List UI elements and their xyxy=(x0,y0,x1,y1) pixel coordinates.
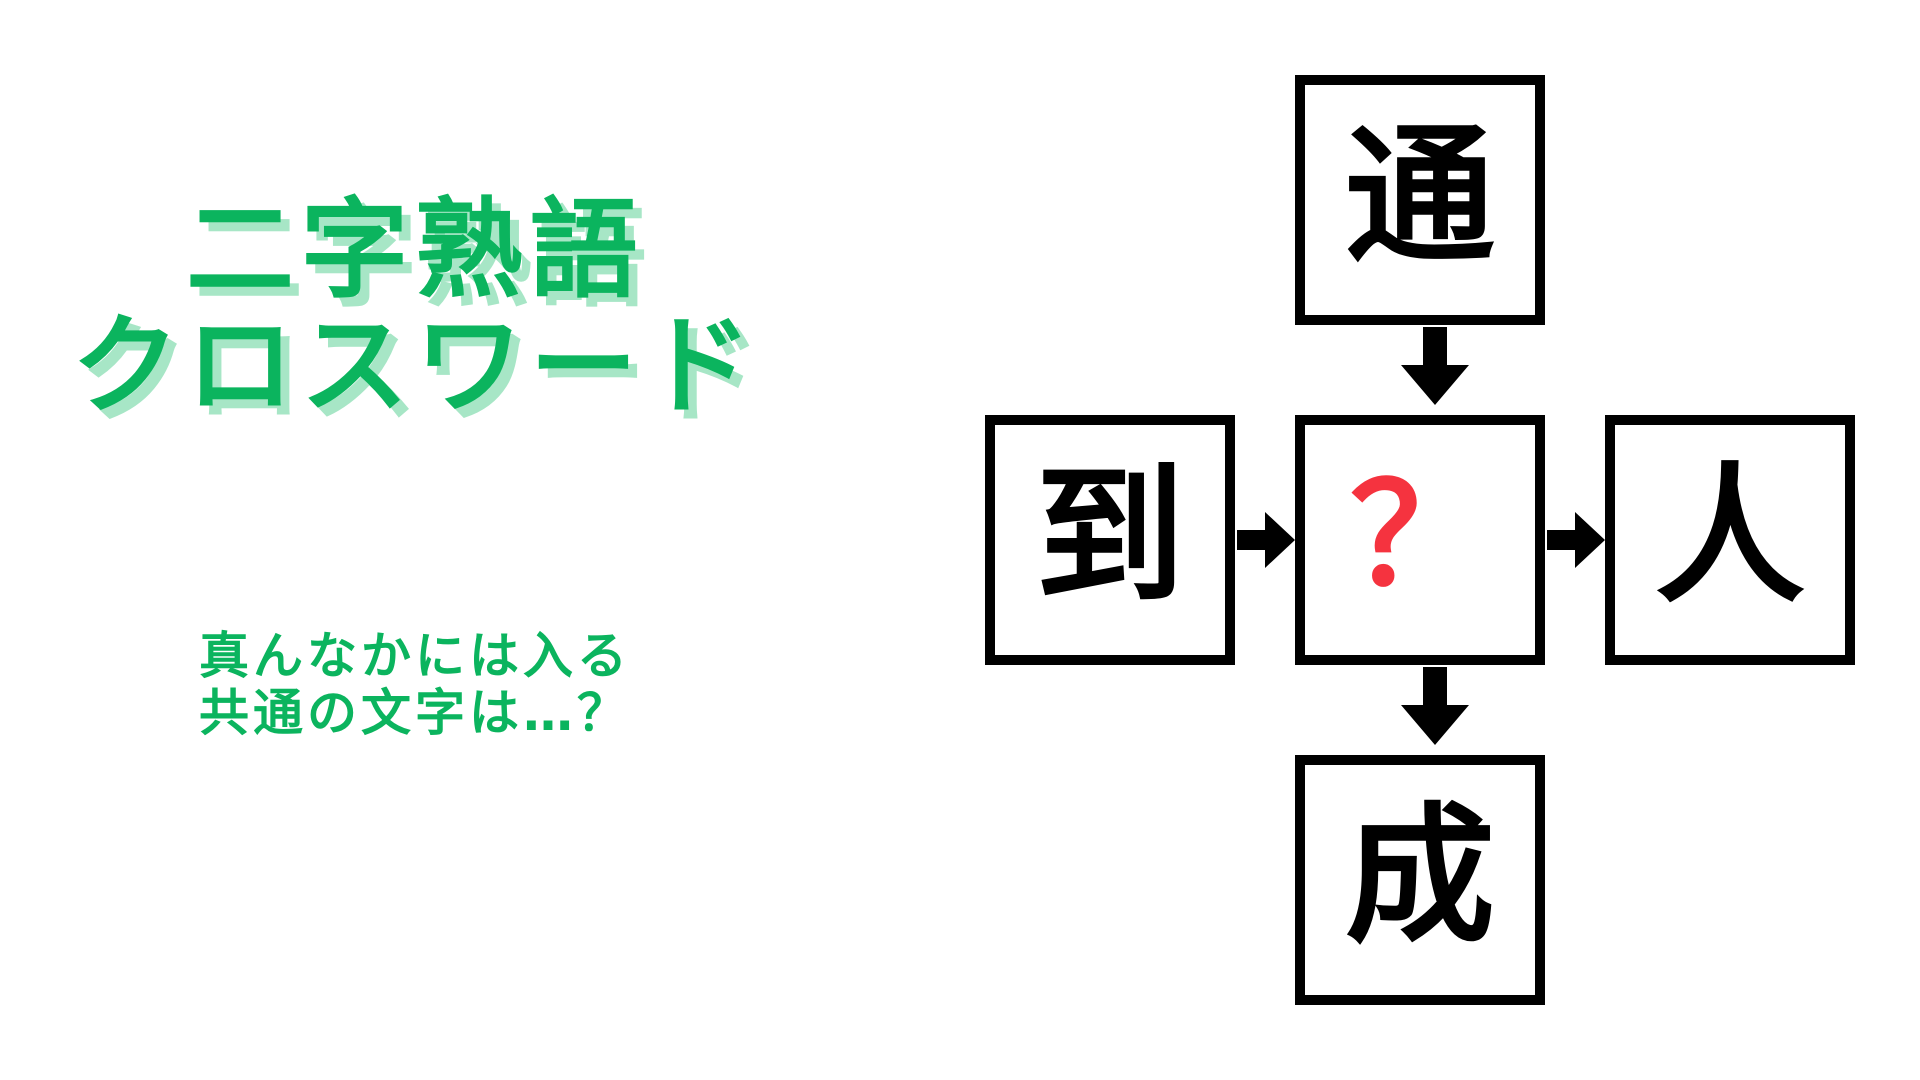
title-line-2: クロスワード xyxy=(71,304,759,430)
subtitle-block: 真んなかには入る 共通の文字は…？ xyxy=(0,628,830,742)
arrow-down-icon xyxy=(1395,667,1475,745)
arrow-right-icon xyxy=(1547,512,1605,568)
subtitle-line-1: 真んなかには入る xyxy=(199,627,631,685)
crossword-cell-top-character: 通 xyxy=(1344,110,1495,284)
arrow-down-icon xyxy=(1395,327,1475,405)
arrow-right-icon xyxy=(1237,512,1295,568)
crossword-cell-top[interactable]: 通 xyxy=(1295,75,1545,325)
subtitle-line-2: 共通の文字は…？ xyxy=(199,684,631,742)
crossword-cell-left[interactable]: 到 xyxy=(985,415,1235,665)
crossword-cell-right[interactable]: 人 xyxy=(1605,415,1855,665)
crossword-cell-center[interactable]: ？ xyxy=(1295,415,1545,665)
crossword-grid: 通 到 ？ 人 成 xyxy=(960,0,1920,1080)
title-line-1: 二字熟語 xyxy=(186,188,644,313)
crossword-cell-left-character: 到 xyxy=(1034,450,1185,624)
crossword-cell-bottom-character: 成 xyxy=(1344,790,1495,964)
title-block: 二字熟語 クロスワード xyxy=(0,188,830,430)
crossword-cell-center-question-mark: ？ xyxy=(1349,455,1490,618)
crossword-cell-right-character: 人 xyxy=(1654,450,1805,624)
crossword-cell-bottom[interactable]: 成 xyxy=(1295,755,1545,1005)
